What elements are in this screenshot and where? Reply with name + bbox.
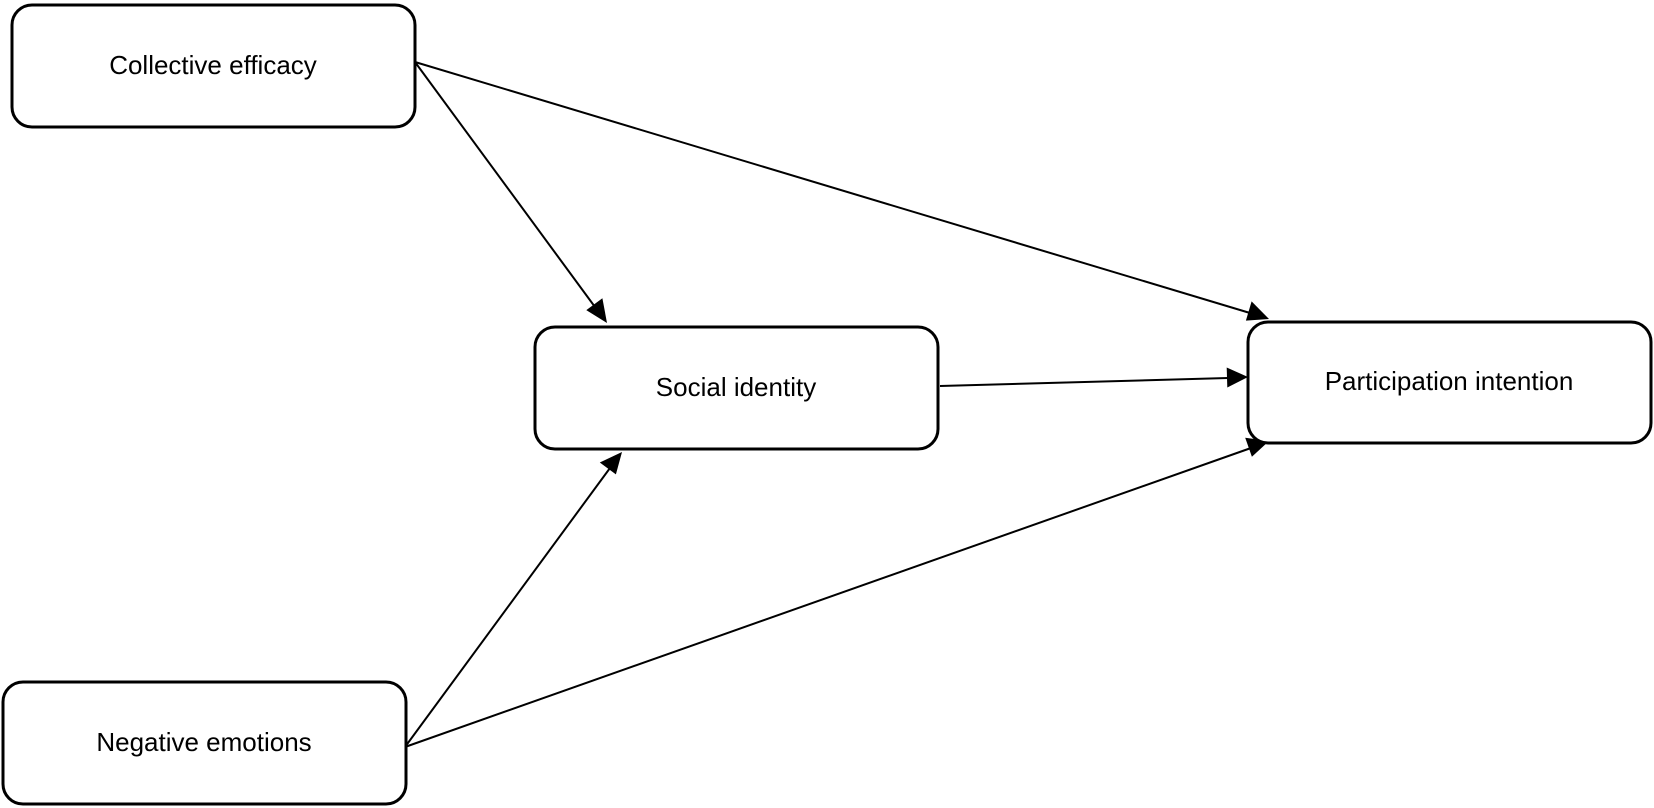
node-participation-intention: Participation intention (1246, 320, 1653, 445)
edge-collective-efficacy-to-social-identity (414, 61, 607, 323)
arrowhead (1226, 367, 1248, 388)
node-negative-emotions: Negative emotions (1, 680, 408, 806)
node-box (10, 3, 417, 129)
node-box (533, 325, 940, 451)
arrowhead (1245, 301, 1269, 321)
arrowhead (586, 298, 607, 323)
node-label: Participation intention (1325, 366, 1574, 396)
arrowhead (599, 452, 622, 475)
edge-negative-emotions-to-participation-intention (404, 437, 1269, 748)
node-box (1246, 320, 1653, 445)
node-box (1, 680, 408, 806)
edge-social-identity-to-participation-intention (939, 367, 1248, 388)
node-social-identity: Social identity (533, 325, 940, 451)
node-label: Social identity (656, 372, 816, 402)
edge-negative-emotions-to-social-identity (404, 452, 622, 748)
node-label: Collective efficacy (109, 50, 317, 80)
node-collective-efficacy: Collective efficacy (10, 3, 417, 129)
edge-collective-efficacy-to-participation-intention (414, 61, 1269, 321)
node-label: Negative emotions (96, 727, 311, 757)
